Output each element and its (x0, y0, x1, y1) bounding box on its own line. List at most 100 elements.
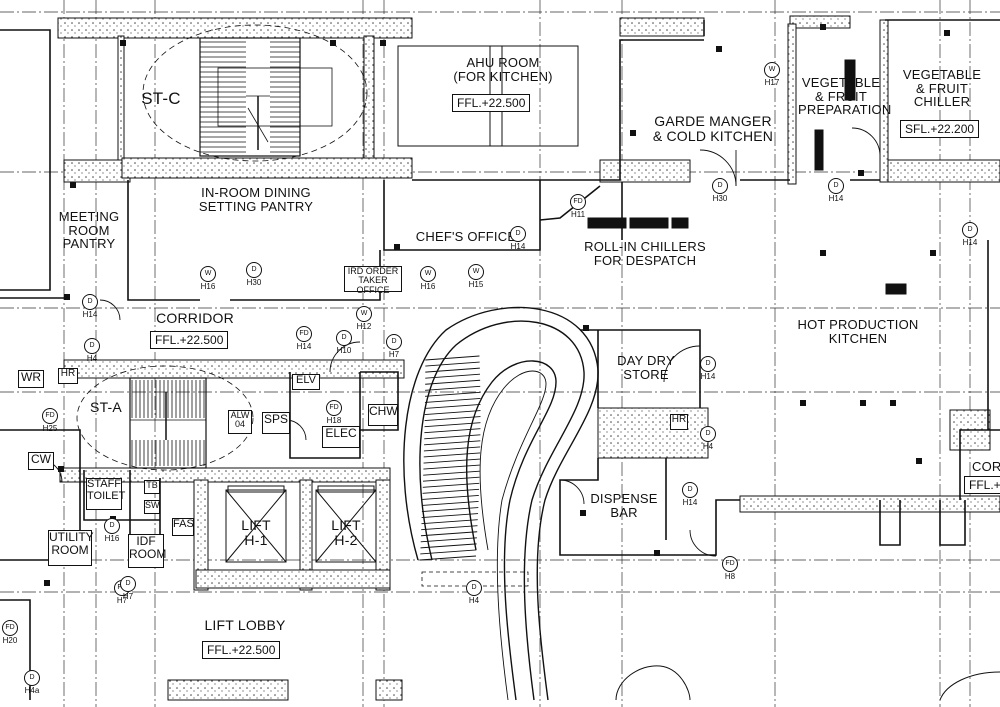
door-tag-number: H16 (200, 282, 216, 291)
door-tag-code: D (700, 426, 716, 442)
room-label-fas: FAS (172, 518, 194, 536)
door-tag-number: H14 (682, 498, 698, 507)
lift-label-h2: LIFT H-2 (331, 517, 361, 548)
door-tag-number: H15 (468, 280, 484, 289)
room-label-st-a: ST-A (90, 399, 122, 415)
door-tag-code: W (420, 266, 436, 282)
door-tag-code: D (712, 178, 728, 194)
door-tag-number: H10 (336, 346, 352, 355)
door-tag-number: H4 (468, 596, 480, 605)
door-tag-number: H16 (104, 534, 120, 543)
door-tag-number: H16 (420, 282, 436, 291)
door-tag-code: W (764, 62, 780, 78)
room-label-tb: TB (144, 480, 160, 494)
lift-shafts (225, 485, 377, 563)
door-tag-code: D (700, 356, 716, 372)
room-label-corridor: CORRIDOR (156, 310, 234, 326)
room-label-meeting-pantry: MEETING ROOM PANTRY (58, 209, 120, 252)
door-tag-code: D (828, 178, 844, 194)
door-tag-number: H8 (724, 572, 736, 581)
room-label-veg-chiller: VEGETABLE & FRUIT CHILLER (902, 67, 982, 110)
door-tag-code: D (246, 262, 262, 278)
door-tag-code: FD (2, 620, 18, 636)
door-tag-code: W (200, 266, 216, 282)
door-tag-number: H4 (702, 442, 714, 451)
room-label-sw: SW (144, 500, 160, 514)
chiller-racks (587, 59, 907, 295)
room-label-chw: CHW (368, 404, 398, 426)
door-tag-number: H30 (246, 278, 262, 287)
room-label-elv: ELV (292, 374, 320, 390)
room-label-cw: CW (28, 452, 54, 470)
door-tag-number: H7 (122, 592, 134, 601)
room-label-st-c: ST-C (141, 89, 181, 108)
door-tag-code: D (24, 670, 40, 686)
room-label-hr: HR (58, 368, 78, 384)
door-tag-code: FD (296, 326, 312, 342)
door-tag-number: H7 (116, 596, 128, 605)
room-label-lift-lobby: LIFT LOBBY (204, 617, 286, 633)
lift-label-h1: LIFT H-1 (241, 517, 271, 548)
room-label-ird-office: IRD ORDER TAKER OFFICE (344, 266, 402, 295)
door-tag-number: H14 (510, 242, 526, 251)
door-tag-code: D (466, 580, 482, 596)
door-tag-code: FD (570, 194, 586, 210)
level-tag-ahu: FFL.+22.500 (452, 94, 531, 112)
door-tag-number: H14 (296, 342, 312, 351)
level-tag-corridor: FFL.+22.500 (150, 331, 229, 349)
room-label-hot-kitchen: HOT PRODUCTION KITCHEN (797, 317, 919, 346)
stair-st-c-treads (200, 41, 300, 153)
door-tag-code: FD (722, 556, 738, 572)
room-label-inroom-pantry: IN-ROOM DINING SETTING PANTRY (198, 185, 314, 214)
door-tag-number: H14 (82, 310, 98, 319)
door-tag-number: H14 (828, 194, 844, 203)
door-tag-code: D (82, 294, 98, 310)
door-tag-code: D (104, 518, 120, 534)
room-label-veg-prep: VEGETABLE & FRUIT PREPARATION (798, 75, 892, 118)
spiral-stair-treads (419, 355, 481, 561)
room-label-dispense-bar: DISPENSE BAR (590, 491, 658, 520)
door-tag-code: D (386, 334, 402, 350)
level-tag-veg-chiller: SFL.+22.200 (900, 120, 980, 138)
door-tag-code: D (962, 222, 978, 238)
door-tag-code: D (682, 482, 698, 498)
room-label-sps: SPS (262, 412, 290, 434)
room-label-elec: ELEC (322, 426, 360, 448)
stair-st-a-treads (131, 380, 205, 466)
door-tag-code: D (510, 226, 526, 242)
door-tag-number: H4a (24, 686, 40, 695)
structural-walls (57, 15, 1000, 701)
door-tag-number: H14 (700, 372, 716, 381)
door-tag-number: H20 (2, 636, 18, 645)
door-tag-number: H30 (712, 194, 728, 203)
door-tag-code: D (120, 576, 136, 592)
door-tag-number: H12 (356, 322, 372, 331)
alw-number: 04 (234, 419, 245, 430)
door-tag-number: H4 (86, 354, 98, 363)
room-label-day-dry-store: DAY DRY STORE (617, 353, 675, 382)
door-tag-code: W (356, 306, 372, 322)
stair-st-a (76, 365, 254, 471)
door-tag-number: H7 (388, 350, 400, 359)
